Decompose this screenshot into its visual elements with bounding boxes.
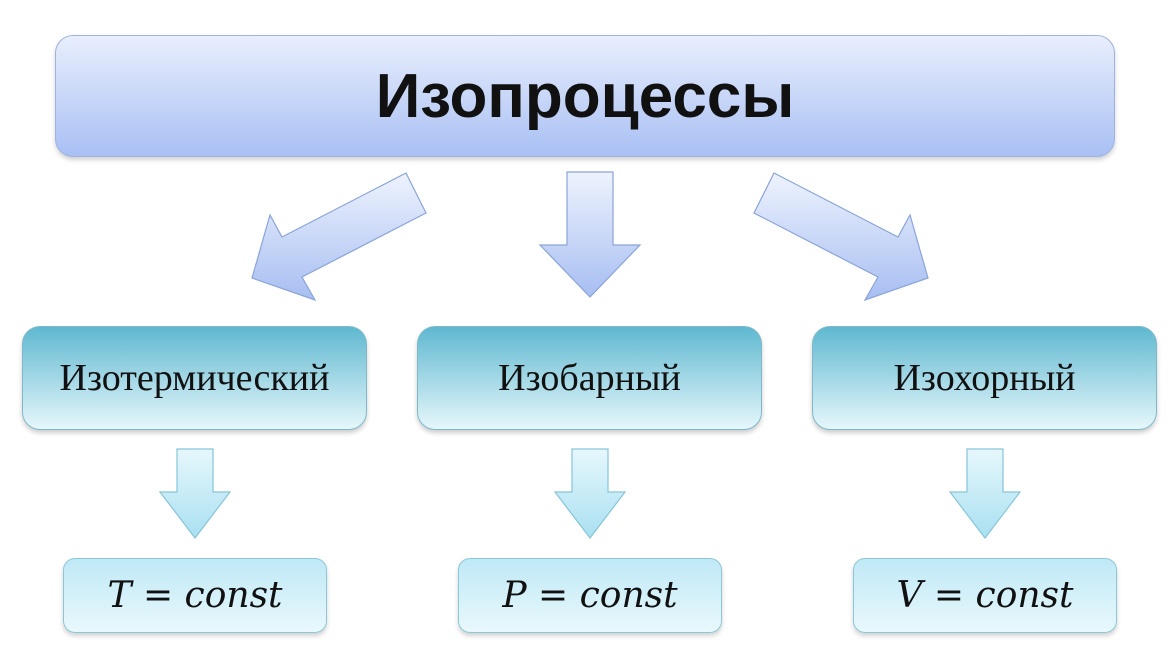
title-text: Изопроцессы	[375, 61, 795, 131]
formula-text: T = const	[107, 575, 283, 616]
process-label: Изотермический	[59, 357, 330, 399]
formula-text: P = const	[502, 575, 678, 616]
formula-box-isothermal: T = const	[63, 558, 327, 633]
arrow-down-3	[948, 448, 1022, 539]
arrow-down-1	[158, 448, 232, 539]
arrow-left-diagonal	[251, 172, 427, 302]
formula-box-isochoric: V = const	[853, 558, 1117, 633]
arrow-right-diagonal	[753, 172, 929, 302]
formula-box-isobaric: P = const	[458, 558, 722, 633]
process-box-isobaric: Изобарный	[417, 326, 762, 430]
process-label: Изобарный	[498, 357, 681, 399]
title-box: Изопроцессы	[55, 35, 1115, 157]
formula-text: V = const	[896, 575, 1074, 616]
arrow-down-2	[553, 448, 627, 539]
arrow-center-down	[538, 171, 642, 298]
process-box-isothermal: Изотермический	[22, 326, 367, 430]
process-label: Изохорный	[893, 357, 1076, 399]
process-box-isochoric: Изохорный	[812, 326, 1157, 430]
